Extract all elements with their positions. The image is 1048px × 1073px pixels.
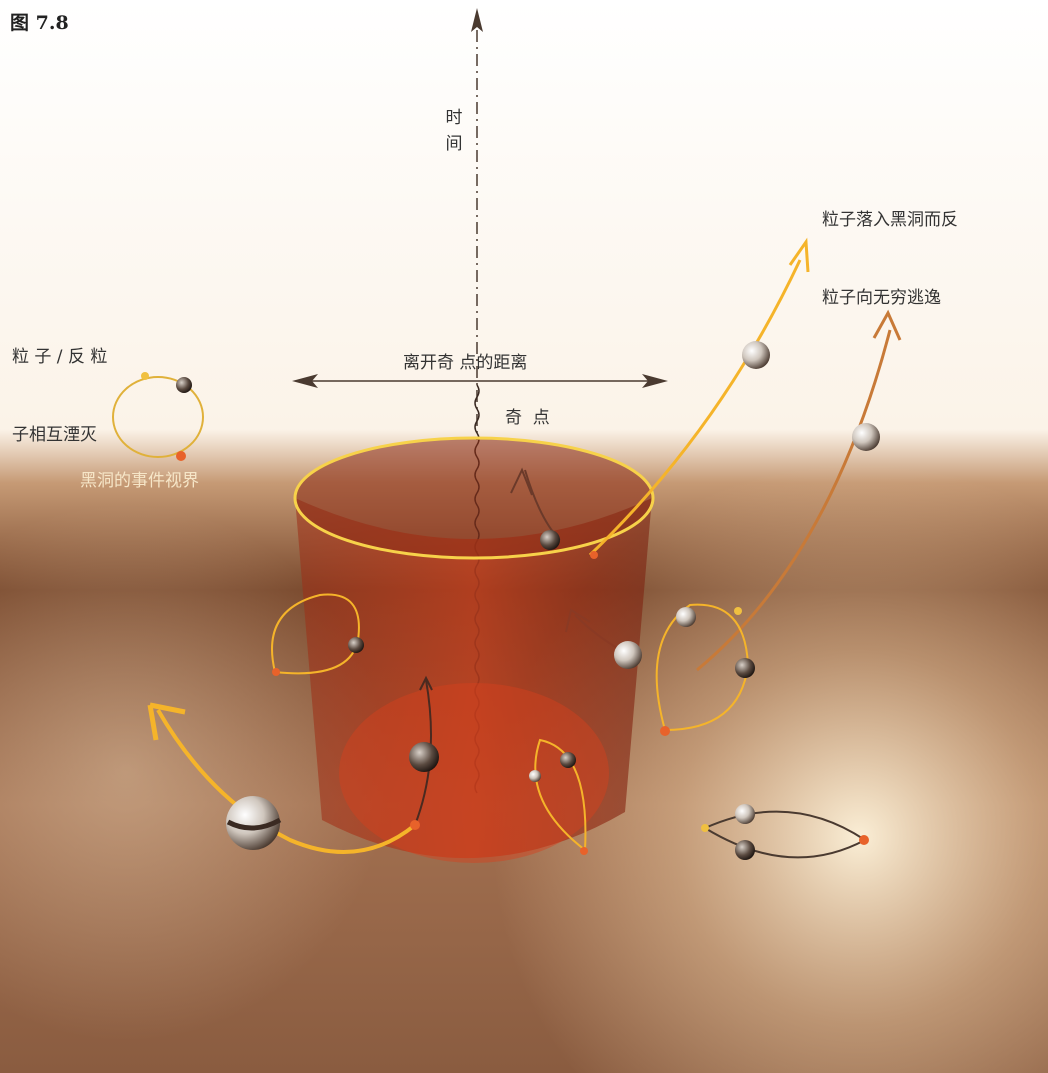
event-horizon-cylinder (293, 436, 655, 863)
annihilation-label-line-2: 子相互湮灭 (12, 425, 97, 445)
escape-trajectory-right-1 (510, 237, 810, 559)
figure-number: 图 7.8 (10, 12, 69, 34)
time-axis (471, 8, 483, 440)
escape-label-line-2: 粒子向无穷逃逸 (822, 288, 941, 308)
annihilation-label-line-1: 粒 子 / 反 粒 (12, 347, 108, 367)
annihilation-label: 粒 子 / 反 粒 子相互湮灭 (12, 292, 107, 474)
distance-axis (292, 374, 668, 388)
virtual-pair-loop-3 (655, 603, 755, 736)
escape-label: 粒子落入黑洞而反 粒子向无穷逃逸 (822, 155, 958, 337)
annihilation-loop-outside (112, 372, 204, 461)
escape-trajectory-left (147, 675, 439, 854)
escape-label-line-1: 粒子落入黑洞而反 (822, 210, 958, 230)
virtual-pair-loop-2 (529, 738, 588, 855)
antiparticle (409, 742, 439, 772)
event-horizon-label: 黑洞的事件视界 (80, 471, 199, 491)
particle (226, 796, 280, 850)
time-axis-label-line-2: 间 (445, 134, 463, 154)
distance-axis-label: 离开奇 点的距离 (403, 353, 528, 373)
virtual-pair-loop-1 (271, 593, 364, 676)
time-axis-label: 时 间 (445, 105, 463, 157)
singularity-label: 奇 点 (505, 408, 550, 428)
time-axis-label-line-1: 时 (445, 108, 463, 128)
escape-trajectory-right-2 (565, 309, 902, 672)
horizon-rim (293, 436, 655, 560)
virtual-pair-loop-4 (701, 804, 869, 860)
